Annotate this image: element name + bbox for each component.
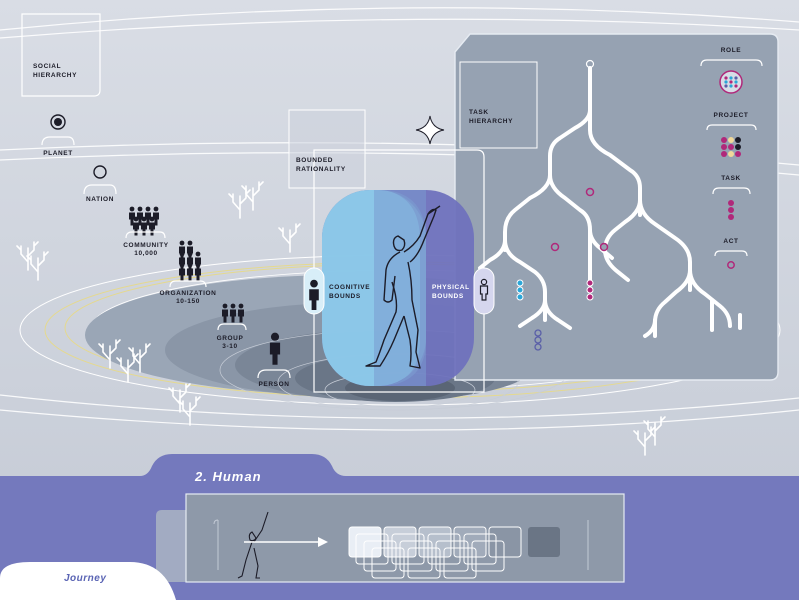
journey-figure: [237, 511, 269, 579]
level-label-organization: ORGANIZATION: [160, 290, 217, 297]
bounded-rationality-title-2: RATIONALITY: [296, 166, 346, 173]
journey-frames: [348, 526, 560, 579]
journey-tab[interactable]: Journey: [0, 562, 176, 600]
physical-label-1: PHYSICAL: [432, 284, 470, 291]
task-hierarchy-title-1: TASK: [469, 109, 489, 116]
level-label-group: GROUP: [217, 335, 244, 342]
social-level-planet: PLANET: [41, 114, 75, 157]
bounds-overlap: [374, 190, 426, 386]
role-icon: [719, 70, 743, 94]
group-people-icon: [222, 303, 244, 323]
bounds-badges: COGNITIVE BOUNDS PHYSICAL BOUNDS: [303, 267, 495, 315]
social-level-person: PERSON: [257, 332, 291, 388]
task-icon: [728, 200, 734, 220]
cognitive-label-2: BOUNDS: [329, 293, 361, 300]
physical-label-2: BOUNDS: [432, 293, 464, 300]
nation-icon: [93, 165, 107, 179]
sparkle-star-icon: [415, 115, 445, 145]
bounded-rationality-frame: BOUNDED RATIONALITY: [288, 109, 485, 393]
legend-label-role: ROLE: [721, 47, 742, 54]
social-hierarchy-title-2: HIERARCHY: [33, 72, 77, 79]
section-title: 2. Human: [194, 469, 262, 484]
act-icon: [727, 261, 735, 269]
legend-project: PROJECT: [706, 112, 757, 157]
planet-icon: [50, 114, 66, 130]
cognitive-label-1: COGNITIVE: [329, 284, 370, 291]
journey-arrow: [244, 537, 328, 547]
level-label-nation: NATION: [86, 196, 114, 203]
bounded-rationality-title-1: BOUNDED: [296, 157, 333, 164]
social-level-nation: NATION: [83, 165, 117, 203]
legend-label-task: TASK: [721, 175, 741, 182]
task-tree-nodes: [516, 59, 609, 351]
social-hierarchy-title-1: SOCIAL: [33, 63, 61, 70]
task-legend: ROLE PROJECT TASK: [700, 47, 763, 269]
journey-tab-label[interactable]: Journey: [64, 573, 106, 584]
legend-act: ACT: [714, 238, 748, 269]
journey-panel: [156, 493, 625, 583]
level-sub-organization: 10-150: [176, 298, 200, 305]
level-label-person: PERSON: [258, 381, 289, 388]
legend-task: TASK: [712, 175, 751, 220]
task-hierarchy-panel: TASK HIERARCHY: [454, 33, 779, 381]
social-level-organization: ORGANIZATION 10-150: [160, 240, 217, 305]
legend-label-project: PROJECT: [714, 112, 749, 119]
social-hierarchy-box: SOCIAL HIERARCHY: [21, 13, 101, 97]
social-level-group: GROUP 3-10: [217, 303, 247, 350]
task-hierarchy-title-2: HIERARCHY: [469, 118, 513, 125]
legend-label-act: ACT: [723, 238, 738, 245]
modulor-figure: [365, 205, 441, 369]
level-label-community: COMMUNITY: [123, 242, 169, 249]
level-label-planet: PLANET: [43, 150, 73, 157]
social-level-community: COMMUNITY 10,000: [123, 206, 169, 257]
level-sub-community: 10,000: [134, 250, 157, 257]
bounds-pills: [322, 190, 474, 386]
level-sub-group: 3-10: [222, 343, 237, 350]
background-arcs: [0, 7, 799, 431]
project-icon: [721, 137, 741, 157]
legend-role: ROLE: [700, 47, 763, 94]
physical-person-icon: [479, 278, 489, 301]
